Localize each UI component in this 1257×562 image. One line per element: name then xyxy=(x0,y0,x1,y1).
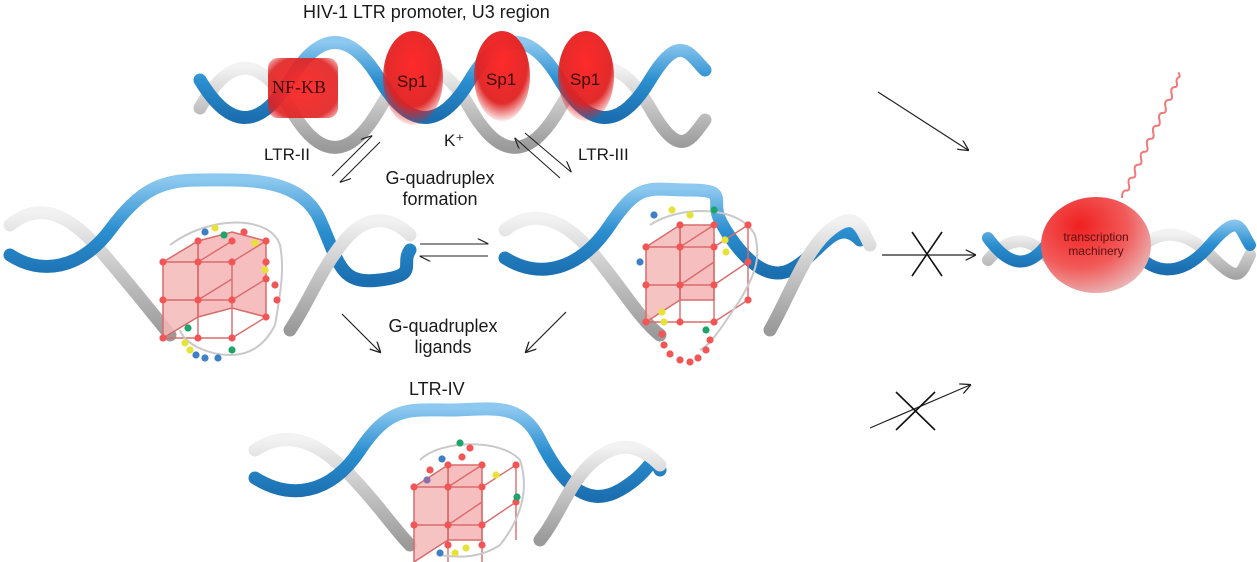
ltr4-quadruplex xyxy=(410,439,525,562)
ltr4-label: LTR-IV xyxy=(409,379,465,399)
ltr2-label: LTR-II xyxy=(264,145,310,164)
gq-formation-line-1: G-quadruplex xyxy=(385,168,495,188)
arrow-to-transcription xyxy=(877,91,968,150)
nfkb-factor xyxy=(268,58,338,118)
eq-arrow-ltr2-down xyxy=(340,141,381,182)
eq-arrow-ltr2-up xyxy=(331,136,372,177)
sp1-label-3: Sp1 xyxy=(570,70,601,89)
gq-formation-label: G-quadruplex formation xyxy=(372,168,508,209)
sp1-factor-1 xyxy=(383,31,443,125)
gq-ligands-line-2: ligands xyxy=(414,336,472,357)
arrow-ltr3-to-ltr4 xyxy=(526,311,567,352)
block-cross-1 xyxy=(911,231,943,277)
gq-ligands-line-1: G-quadruplex xyxy=(388,316,498,336)
transcription-machinery-label: transcription machinery xyxy=(1046,230,1146,259)
sp1-label-2: Sp1 xyxy=(486,70,517,89)
ltr2-quadruplex xyxy=(159,221,284,362)
transcription-machinery xyxy=(1041,197,1151,293)
block-cross-2 xyxy=(895,391,936,431)
ltr3-quadruplex xyxy=(636,206,759,366)
eq-arrow-ltr3-up xyxy=(515,138,561,179)
arrow-ltr2-to-ltr4 xyxy=(341,313,380,352)
potassium-label: K⁺ xyxy=(444,131,465,150)
ltr3-label: LTR-III xyxy=(578,145,629,164)
tm-line-1: transcription xyxy=(1063,230,1129,244)
ltr2-dna xyxy=(3,173,417,342)
diagram-title: HIV-1 LTR promoter, U3 region xyxy=(303,2,550,22)
tm-line-2: machinery xyxy=(1068,244,1124,259)
nfkb-label: NF-KB xyxy=(272,77,327,97)
sp1-factor-2 xyxy=(474,31,530,121)
gq-formation-line-2: formation xyxy=(402,188,478,209)
gq-ligands-label: G-quadruplex ligands xyxy=(378,316,508,357)
rna-transcript xyxy=(1120,71,1181,199)
ltr3-dna xyxy=(498,182,877,342)
sp1-factor-3 xyxy=(558,31,614,121)
ltr4-dna xyxy=(248,402,667,552)
sp1-label-1: Sp1 xyxy=(397,72,428,91)
eq-arrow-ltr3-down xyxy=(524,132,571,172)
